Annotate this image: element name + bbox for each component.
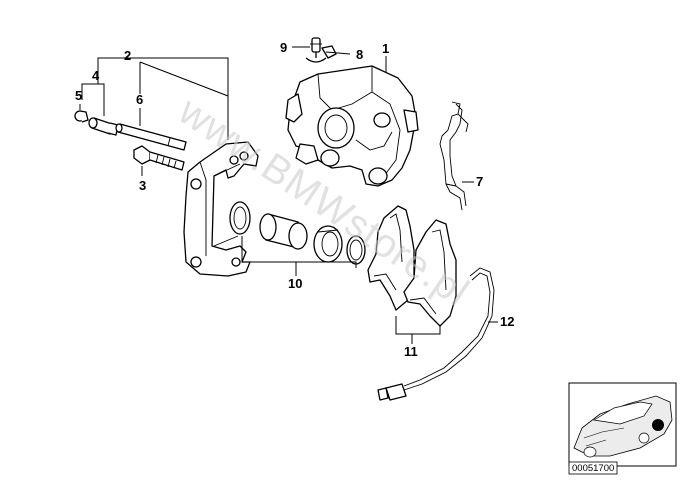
piston <box>259 213 308 250</box>
callout-9: 9 <box>280 40 287 55</box>
caliper-housing <box>285 65 419 187</box>
callout-5: 5 <box>75 88 82 103</box>
callout-11: 11 <box>404 344 418 359</box>
callout-8: 8 <box>356 47 363 62</box>
callout-3: 3 <box>139 178 146 193</box>
bleed-valve <box>305 37 327 63</box>
callout-7: 7 <box>476 174 483 189</box>
callout-6: 6 <box>136 92 143 107</box>
diagram-code: 00051700 <box>572 463 614 474</box>
vehicle-locator-thumbnail: 00051700 <box>568 382 677 475</box>
callout-2: 2 <box>124 48 131 63</box>
car-outline <box>573 395 673 458</box>
guide-pin <box>115 123 187 151</box>
callout-1: 1 <box>382 41 389 56</box>
leader-lines <box>79 46 498 344</box>
hex-bolt <box>133 145 185 171</box>
piston-ring <box>229 201 251 235</box>
brake-pad-outer <box>367 205 415 311</box>
guide-sleeve <box>88 117 119 136</box>
pad-wear-sensor <box>377 267 495 401</box>
anti-rattle-spring <box>439 101 469 211</box>
callout-4: 4 <box>92 68 100 83</box>
caliper-carrier <box>183 141 259 277</box>
rubber-cap <box>74 110 89 123</box>
callout-10: 10 <box>288 276 302 291</box>
location-marker <box>652 419 664 431</box>
callout-12: 12 <box>500 314 514 329</box>
piston-dust-boot <box>313 225 343 263</box>
